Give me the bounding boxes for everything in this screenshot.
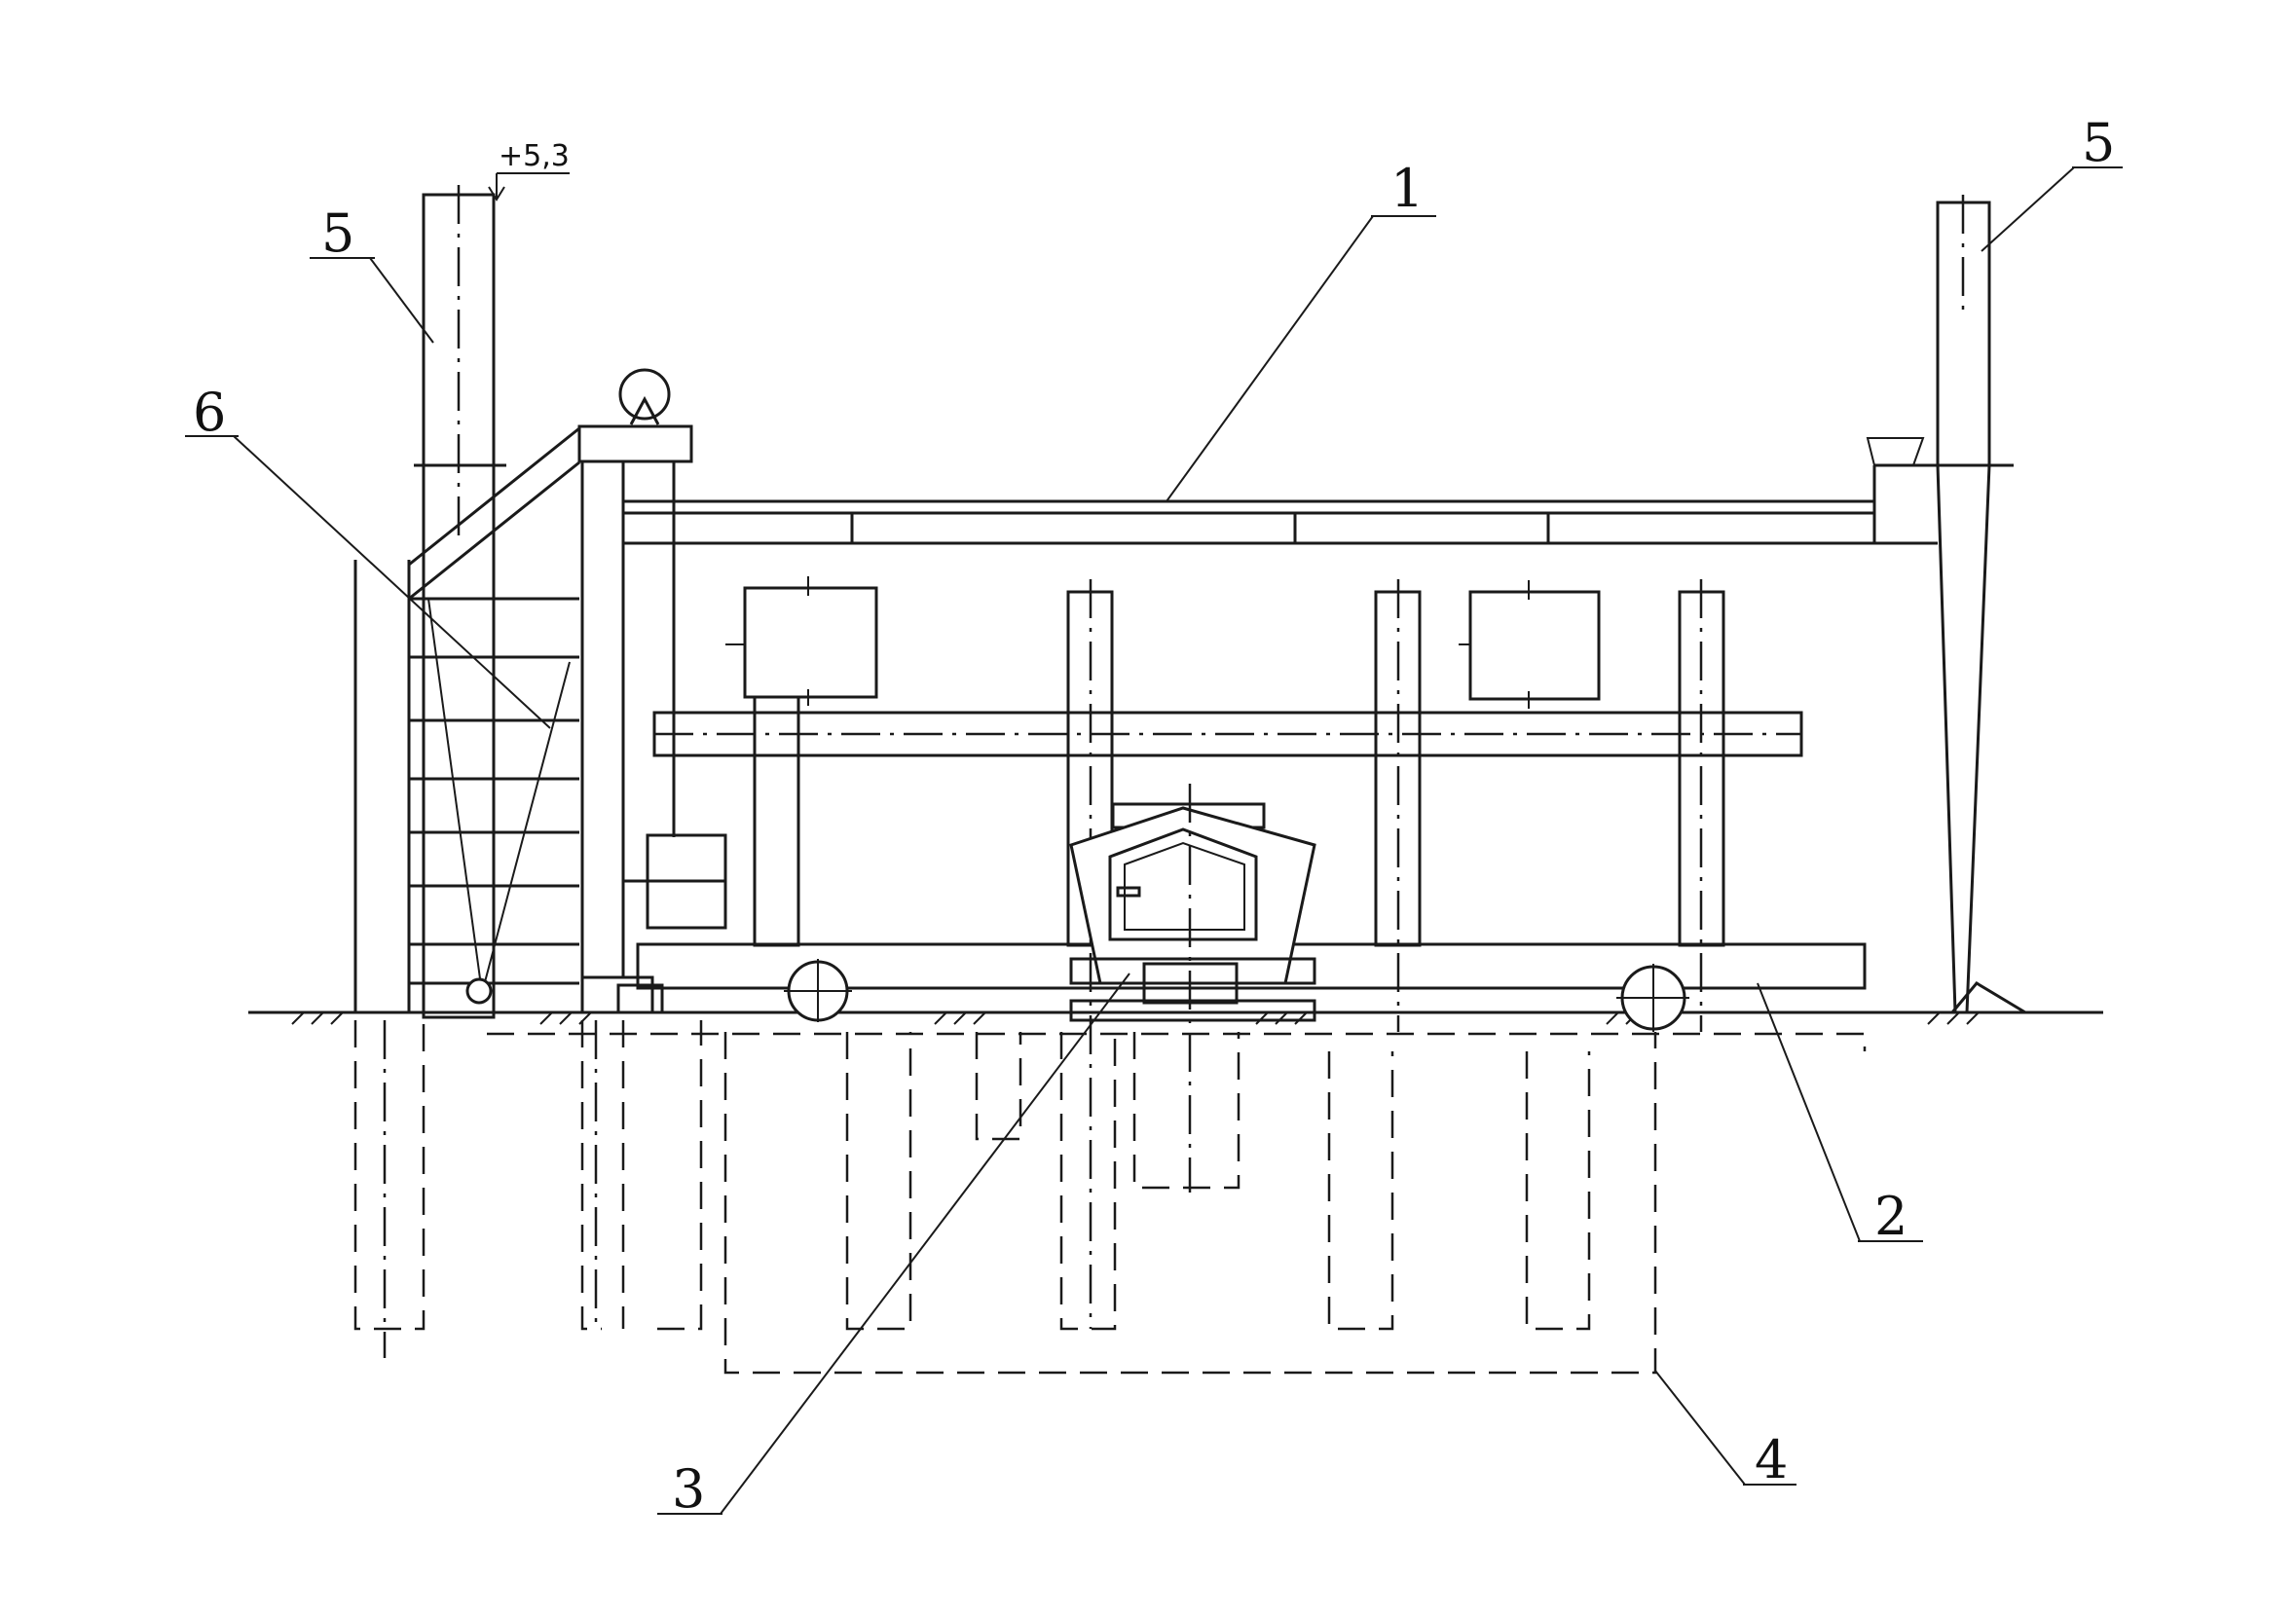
label-2: 2: [1874, 1186, 1907, 1247]
label-5-right: 5: [2082, 112, 2115, 173]
winch-tower: [577, 368, 727, 1014]
rail-beam: [616, 942, 1867, 1032]
label-3: 3: [672, 1458, 705, 1520]
stair-frame: [353, 426, 580, 1012]
elevation-label: +5,3: [499, 139, 570, 173]
crossbeam: [652, 711, 1803, 757]
label-6: 6: [193, 382, 226, 443]
callouts: 1 2 3 4 5 5 6: [193, 112, 2115, 1520]
foundation-piles: [353, 1020, 1867, 1375]
label-4: 4: [1755, 1429, 1788, 1490]
hoppers: [725, 576, 1601, 709]
ground-line: [248, 1010, 2103, 1025]
mine-car: [1069, 784, 1316, 1193]
right-column: [1866, 195, 2026, 1014]
label-5-left: 5: [321, 202, 354, 264]
elevation-mark: +5,3: [488, 139, 570, 202]
top-beam: [623, 465, 1938, 545]
label-1: 1: [1390, 158, 1424, 219]
left-column: [414, 185, 506, 1019]
leader-lines: [185, 166, 2123, 1515]
